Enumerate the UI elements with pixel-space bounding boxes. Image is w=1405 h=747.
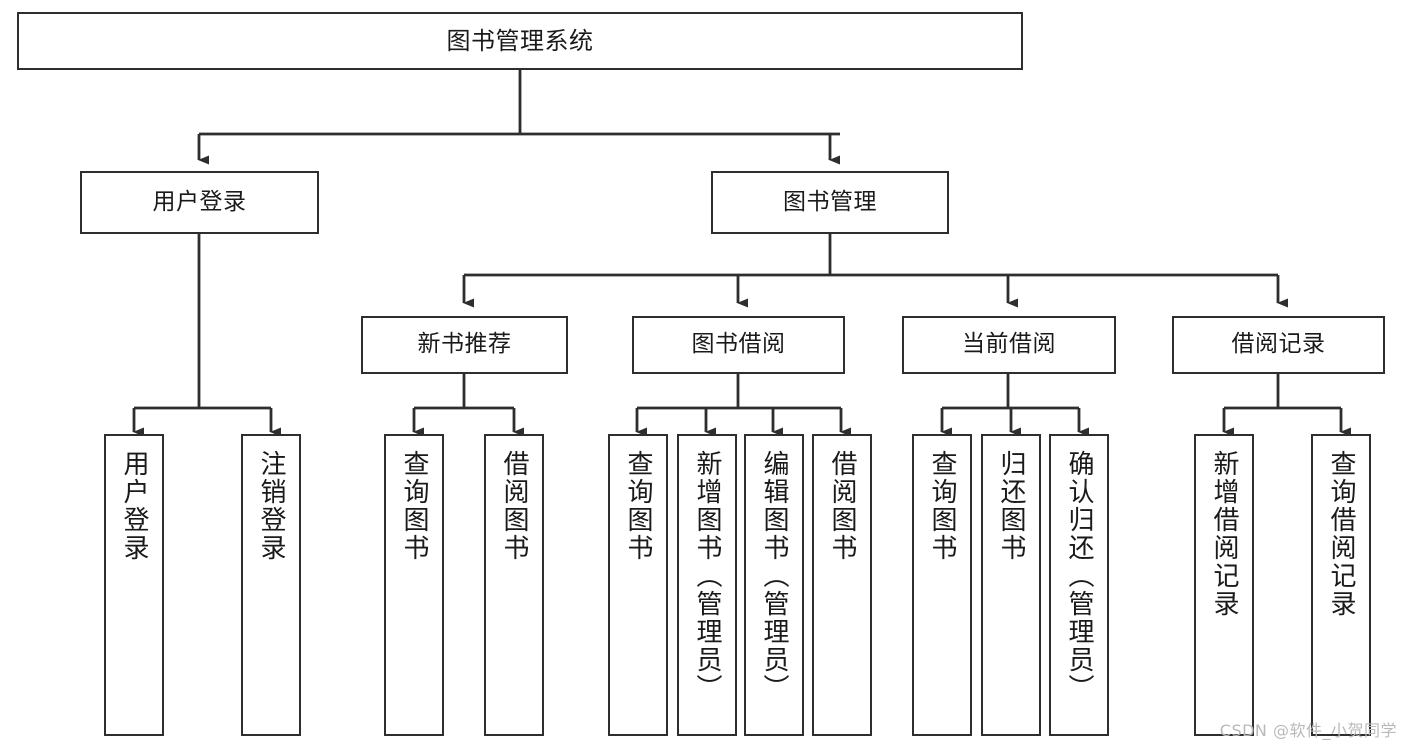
leaf-current-return-book[interactable]: 归还图书 (981, 434, 1041, 736)
node-root-system[interactable]: 图书管理系统 (17, 12, 1023, 70)
leaf-current-confirm-return-admin[interactable]: 确认归还（管理员） (1049, 434, 1109, 736)
node-label: 图书借阅 (691, 331, 786, 358)
node-label: 编辑图书（管理员） (759, 450, 789, 702)
node-label: 注销登录 (256, 450, 286, 562)
node-label: 归还图书 (996, 450, 1026, 562)
leaf-borrow-add-book-admin[interactable]: 新增图书（管理员） (677, 434, 737, 736)
node-label: 借阅记录 (1231, 331, 1326, 358)
node-label: 图书管理系统 (446, 26, 594, 55)
node-book-borrow[interactable]: 图书借阅 (632, 316, 845, 374)
leaf-newbook-query-book[interactable]: 查询图书 (384, 434, 444, 736)
leaf-borrow-borrow-book[interactable]: 借阅图书 (812, 434, 872, 736)
node-label: 查询图书 (927, 450, 957, 562)
node-label: 新书推荐 (417, 331, 512, 358)
node-book-management[interactable]: 图书管理 (711, 171, 949, 234)
node-label: 借阅图书 (499, 450, 529, 562)
leaf-logout[interactable]: 注销登录 (241, 434, 301, 736)
node-label: 新增借阅记录 (1209, 450, 1239, 618)
node-label: 确认归还（管理员） (1064, 450, 1094, 702)
node-label: 图书管理 (783, 188, 877, 215)
node-user-login[interactable]: 用户登录 (80, 171, 319, 234)
leaf-newbook-borrow-book[interactable]: 借阅图书 (484, 434, 544, 736)
node-label: 新增图书（管理员） (692, 450, 722, 702)
leaf-current-query-book[interactable]: 查询图书 (912, 434, 972, 736)
leaf-user-login[interactable]: 用户登录 (104, 434, 164, 736)
node-current-borrow[interactable]: 当前借阅 (902, 316, 1116, 374)
node-borrow-record[interactable]: 借阅记录 (1172, 316, 1385, 374)
node-label: 用户登录 (119, 450, 149, 562)
node-label: 查询借阅记录 (1326, 450, 1356, 618)
leaf-record-add-record[interactable]: 新增借阅记录 (1194, 434, 1254, 736)
leaf-record-query-record[interactable]: 查询借阅记录 (1311, 434, 1371, 736)
watermark-text: CSDN @软件_小贺同学 (1219, 721, 1397, 740)
node-label: 查询图书 (623, 450, 653, 562)
node-label: 用户登录 (152, 188, 247, 215)
node-label: 当前借阅 (962, 331, 1056, 358)
leaf-borrow-edit-book-admin[interactable]: 编辑图书（管理员） (744, 434, 804, 736)
node-new-book-recommend[interactable]: 新书推荐 (361, 316, 568, 374)
node-label: 查询图书 (399, 450, 429, 562)
leaf-borrow-query-book[interactable]: 查询图书 (608, 434, 668, 736)
node-label: 借阅图书 (827, 450, 857, 562)
